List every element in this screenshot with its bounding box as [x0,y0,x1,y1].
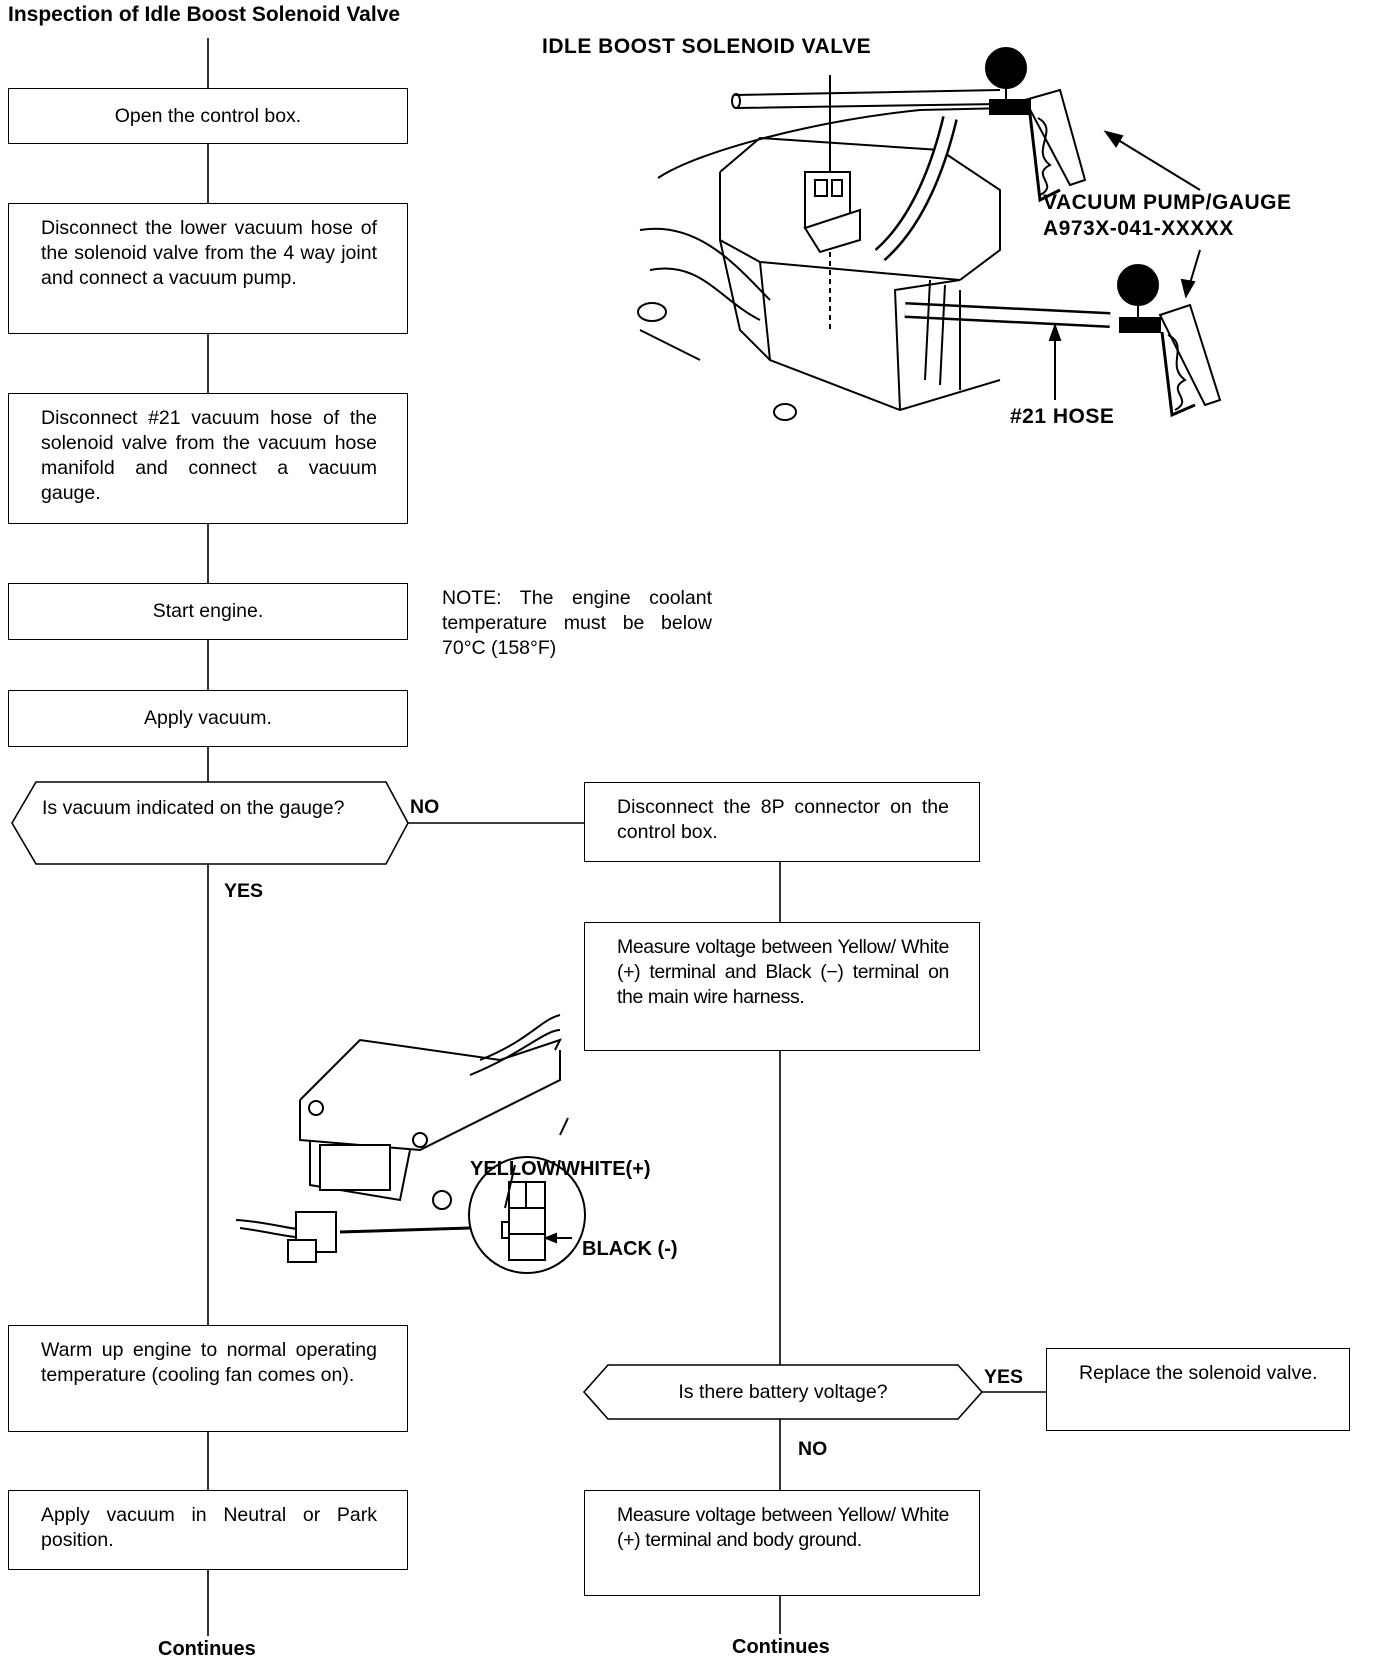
label-hose-21: #21 HOSE [1010,405,1115,428]
branch-yes-vacuum: YES [224,880,264,902]
coolant-note: NOTE: The engine coolant temperature mus… [442,587,712,659]
step-warm-up: Warm up engine to normal operating tempe… [8,1325,408,1432]
step-replace-valve: Replace the solenoid valve. [1046,1348,1350,1431]
step-start-engine: Start engine. [8,583,408,640]
step-open-control-box: Open the control box. [8,88,408,144]
label-pump-gauge: VACUUM PUMP/GAUGE [1043,191,1292,214]
continues-left: Continues [158,1638,256,1660]
connector-illustration [235,1014,586,1274]
decision-shape-vacuum [11,781,409,865]
step-apply-vacuum-neutral: Apply vacuum in Neutral or Park position… [8,1490,408,1570]
decision-battery-voltage: Is there battery voltage? [678,1381,888,1403]
label-part-number: A973X-041-XXXXX [1043,217,1234,240]
label-yellow-white: YELLOW/WHITE(+) [470,1158,651,1180]
step-measure-ground: Measure voltage between Yellow/ White (+… [584,1490,980,1596]
decision-vacuum-indicated: Is vacuum indicated on the gauge? [42,797,345,819]
branch-yes-battery: YES [984,1366,1024,1388]
label-idle-boost-valve: IDLE BOOST SOLENOID VALVE [542,35,872,58]
control-box-illustration [637,47,1222,421]
continues-right: Continues [732,1636,830,1658]
step-disconnect-8p: Disconnect the 8P connector on the contr… [584,782,980,862]
branch-no-battery: NO [798,1438,828,1460]
step-apply-vacuum: Apply vacuum. [8,690,408,747]
step-measure-black: Measure voltage between Yellow/ White (+… [584,922,980,1051]
step-disconnect-21-hose: Disconnect #21 vacuum hose of the soleno… [8,393,408,524]
decision-shape-battery [582,1364,984,1420]
step-disconnect-lower-hose: Disconnect the lower vacuum hose of the … [8,203,408,334]
branch-no-vacuum: NO [410,796,440,818]
label-black: BLACK (-) [582,1238,678,1260]
page-title: Inspection of Idle Boost Solenoid Valve [8,3,401,26]
